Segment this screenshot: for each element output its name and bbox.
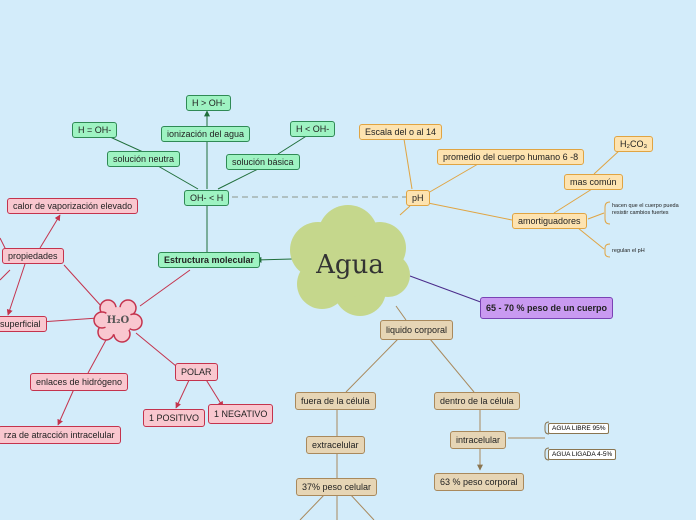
dentro-celula-node[interactable]: dentro de la célula [434,392,520,410]
intracelular-node[interactable]: intracelular [450,431,507,449]
liquido-connectors [299,305,545,520]
ionizacion-node[interactable]: ionización del agua [161,126,251,142]
ph-note-regulan: regulan el pH [612,248,645,254]
enlaces-node[interactable]: enlaces de hidrógeno [30,373,129,391]
h2o-flower-center [104,307,132,335]
peso37-node[interactable]: 37% peso celular [296,478,378,496]
negativo-node[interactable]: 1 NEGATIVO [208,404,274,424]
extracelular-node[interactable]: extracelular [306,436,365,454]
agua-ligada-node[interactable]: AGUA LIGADA 4-5% [548,449,617,460]
solucion-basica-node[interactable]: solución básica [226,154,300,170]
h-lt-oh-node[interactable]: H < OH- [290,121,336,137]
h2o-label[interactable]: H₂O [106,315,130,326]
peso63-node[interactable]: 63 % peso corporal [434,473,524,491]
central-cloud[interactable] [290,205,410,316]
mas-comun-node[interactable]: mas común [564,174,623,190]
fuera-celula-node[interactable]: fuera de la célula [295,392,376,410]
agua-libre-node[interactable]: AGUA LIBRE 95% [548,423,610,434]
ph-node[interactable]: pH [406,190,430,206]
solucion-neutra-node[interactable]: solución neutra [107,151,181,167]
ph-note-resistir: hacen que el cuerpo pueda resistir cambi… [612,203,679,216]
escala-node[interactable]: Escala del o al 14 [359,124,443,140]
ph-bracket-1 [604,201,611,225]
peso-connector [409,275,487,305]
ph-connectors [399,138,621,250]
propiedades-node[interactable]: propiedades [2,248,64,264]
h2co3-node[interactable]: H₂CO₃ [614,136,654,152]
properties-connectors [0,214,224,426]
oh-lt-h-node[interactable]: OH- < H [184,190,230,206]
promedio-node[interactable]: promedio del cuerpo humano 6 -8 [437,149,585,165]
polar-node[interactable]: POLAR [175,363,218,381]
positivo-node[interactable]: 1 POSITIVO [143,409,206,427]
fuerza-node[interactable]: rza de atracción intracelular [0,426,121,444]
liquido-bracket-2 [544,447,550,461]
ph-bracket-2 [604,243,611,258]
liquido-bracket-1 [544,421,550,435]
amortiguadores-node[interactable]: amortiguadores [512,213,587,229]
liquido-corporal-node[interactable]: liquido corporal [380,320,454,340]
superficial-node[interactable]: superficial [0,316,47,332]
structure-connectors [107,110,309,263]
h-eq-oh-node[interactable]: H = OH- [72,122,118,138]
h-gt-oh-node[interactable]: H > OH- [186,95,232,111]
peso-node[interactable]: 65 - 70 % peso de un cuerpo [480,297,614,319]
central-topic[interactable]: Agua [316,250,384,280]
calor-node[interactable]: calor de vaporización elevado [7,198,139,214]
estructura-molecular-node[interactable]: Estructura molecular [158,252,261,268]
